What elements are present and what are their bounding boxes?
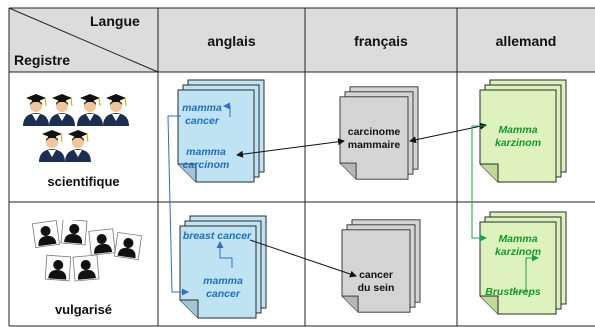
term-de-brustkreps: Brustkreps xyxy=(485,286,541,298)
column-header-allemand: allemand xyxy=(495,33,557,49)
person-silhouette-icon xyxy=(44,254,72,282)
person-silhouette-icon xyxy=(88,228,116,256)
person-silhouette-icon xyxy=(31,220,61,249)
corner-diagonal xyxy=(8,7,159,73)
corner-label-langue: Langue xyxy=(90,13,140,29)
person-silhouette-icon xyxy=(60,220,88,246)
scientists-group xyxy=(22,93,130,163)
graduate-icon xyxy=(22,93,50,127)
graduate-icon xyxy=(64,129,92,163)
graduate-icon xyxy=(38,129,66,163)
graduate-icon xyxy=(76,93,104,127)
row-label-scientifique: scientifique xyxy=(47,174,120,189)
row-label-vulgarise: vulgarisé xyxy=(54,302,113,317)
person-silhouette-icon xyxy=(113,231,143,261)
table-header-background xyxy=(9,8,595,72)
corner-label-registre: Registre xyxy=(14,52,71,68)
column-header-francais: français xyxy=(354,33,408,49)
person-silhouette-icon xyxy=(72,254,100,282)
public-group xyxy=(31,220,143,282)
column-header-anglais: anglais xyxy=(207,33,256,49)
term-en-breast-cancer: breast cancer xyxy=(182,230,252,242)
graduate-icon xyxy=(48,93,76,127)
graduate-icon xyxy=(102,93,130,127)
